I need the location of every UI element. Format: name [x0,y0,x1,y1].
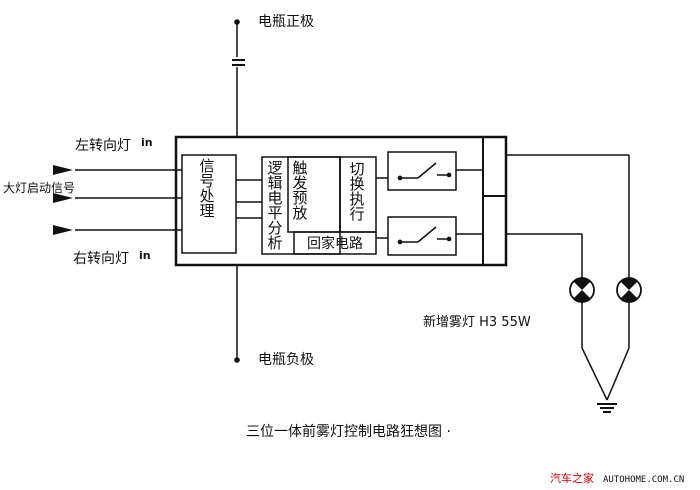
watermark-en: AUTOHOME.COM.CN [603,475,684,485]
arrow-right-turn-icon [53,225,73,235]
watermark-cn: 汽车之家 [550,471,594,485]
logic-analysis-label: 逻辑电平分析 [267,159,282,252]
left-turn-label: 左转向灯 [75,138,131,154]
trigger-preset-label: 触发预放 [292,159,307,222]
new-fog-lamp-label: 新增雾灯 H3 55W [423,314,531,330]
battery-negative-terminal-icon [234,357,240,363]
fog-lamp-right-icon [616,277,642,303]
left-turn-suffix: in [141,136,153,149]
output-terminal-top [482,136,507,197]
signal-processing-label: 信号处理 [199,157,214,220]
return-home-circuit-box [293,231,377,255]
relay-bottom [387,216,457,256]
fog-lamp-left-icon [569,277,595,303]
battery-positive-terminal-icon [234,19,240,25]
output-terminal-bottom [482,195,507,266]
right-turn-suffix: in [139,249,151,262]
battery-positive-label: 电瓶正极 [258,14,314,30]
arrow-left-turn-icon [53,165,73,175]
right-turn-label: 右转向灯 [73,251,129,267]
relay-top [387,151,457,191]
signal-processing-box [181,154,237,254]
return-home-circuit-label: 回家电路 [307,235,363,252]
battery-negative-label: 电瓶负极 [258,352,314,368]
headlight-signal-label: 大灯启动信号 [3,181,75,195]
arrow-headlight-icon [53,193,73,203]
switch-execute-label: 切换执行 [349,160,364,223]
diagram-caption: 三位一体前雾灯控制电路狂想图 · [246,423,451,440]
